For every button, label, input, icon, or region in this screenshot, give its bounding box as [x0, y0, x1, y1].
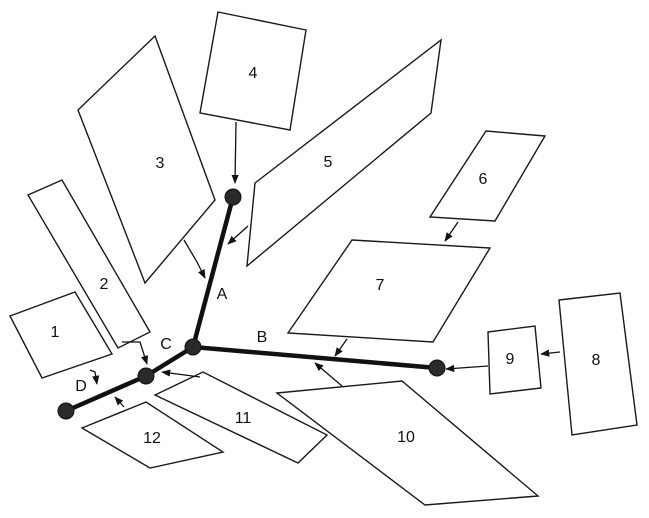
node-end-of-d — [57, 402, 75, 420]
flow-arrows — [89, 121, 561, 408]
region-label-11: 11 — [235, 410, 252, 427]
branch-lines — [63, 194, 440, 414]
arrow-4-to-node-a — [231, 121, 239, 184]
arrow-10-to-branch-b — [314, 362, 343, 387]
region-label-1: 1 — [51, 324, 60, 341]
arrow-5-to-branch-a — [227, 225, 249, 245]
region-8-shape — [558, 292, 638, 436]
arrow-1-to-branch-d — [89, 369, 100, 385]
branch-nodes — [57, 188, 446, 420]
region-4-shape — [199, 11, 307, 131]
branch-a-line — [190, 194, 236, 350]
branch-b-line — [190, 344, 440, 371]
arrow-12-to-branch-d — [114, 396, 125, 408]
region-6-shape — [428, 130, 547, 222]
region-label-8: 8 — [592, 352, 601, 369]
node-junction-c — [137, 367, 155, 385]
region-label-6: 6 — [479, 171, 488, 188]
region-3-shape — [77, 34, 216, 285]
region-label-7: 7 — [376, 277, 385, 294]
node-junction-main — [184, 338, 202, 356]
region-7-shape — [286, 239, 492, 343]
region-5-shape — [246, 38, 442, 268]
arrow-8-to-region-9 — [540, 349, 561, 357]
arrow-3-to-branch-a — [183, 239, 206, 279]
region-2-shape — [26, 179, 151, 349]
arrow-9-to-node-b — [445, 364, 489, 373]
branch-labels: A B C D — [75, 286, 267, 395]
region-shapes — [9, 11, 638, 506]
arrow-11-to-junction-c — [161, 369, 201, 378]
branch-label-d: D — [75, 378, 87, 395]
arrow-6-to-region-7 — [444, 221, 459, 242]
arrow-2-to-junction-c — [122, 341, 148, 365]
branch-label-b: B — [257, 329, 268, 346]
region-1-shape — [9, 291, 114, 379]
region-label-2: 2 — [100, 276, 109, 293]
region-10-shape — [275, 380, 540, 506]
node-top-of-a — [224, 188, 242, 206]
arrow-7-to-branch-b — [334, 338, 348, 357]
region-label-5: 5 — [324, 154, 333, 171]
branch-label-c: C — [160, 336, 172, 353]
region-label-3: 3 — [156, 155, 165, 172]
region-labels: 1 2 3 4 5 6 7 8 9 10 11 12 — [51, 65, 601, 447]
branch-d-line — [63, 373, 149, 414]
region-label-12: 12 — [143, 430, 161, 447]
region-label-4: 4 — [249, 65, 258, 82]
region-9-shape — [487, 325, 542, 395]
region-label-10: 10 — [397, 429, 415, 446]
region-12-shape — [80, 401, 225, 469]
node-end-of-b — [428, 359, 446, 377]
branch-label-a: A — [217, 286, 228, 303]
region-label-9: 9 — [506, 351, 515, 368]
branch-c-line — [143, 344, 196, 379]
region-11-shape — [153, 371, 329, 464]
